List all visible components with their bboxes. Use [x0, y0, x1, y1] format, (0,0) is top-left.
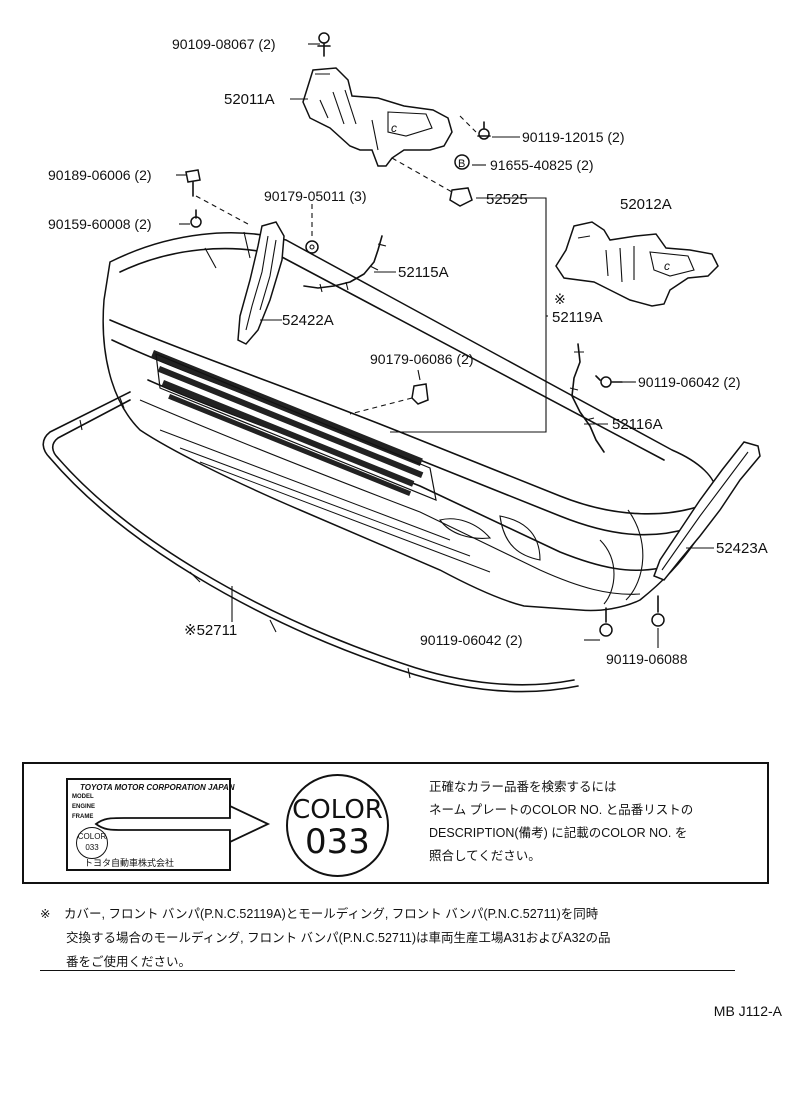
screw-icon	[185, 169, 201, 197]
callout-52119a: 52119A	[552, 309, 603, 326]
footnote-line: 番をご使用ください。	[66, 955, 192, 969]
instruction-line: DESCRIPTION(備考) に記載のCOLOR NO. を	[429, 826, 688, 840]
instruction-line: ネーム プレートのCOLOR NO. と品番リストの	[429, 803, 694, 817]
footnote-divider	[40, 970, 735, 971]
clip-icon	[411, 383, 429, 405]
callout-90119-12015: 90119-12015 (2)	[522, 129, 624, 145]
callout-90189-06006: 90189-06006 (2)	[48, 167, 152, 183]
nameplate-color-badge: COLOR 033	[76, 827, 108, 859]
svg-text:B: B	[458, 158, 465, 170]
clip-icon	[305, 240, 319, 254]
diagram-code: MB J112-A	[713, 1003, 782, 1019]
callout-52711: ※52711	[184, 622, 237, 639]
bracket-52012a: c	[555, 221, 719, 307]
nut-icon: B	[454, 154, 470, 170]
nameplate-model-label: MODEL	[72, 794, 94, 800]
retainer-52423a	[653, 441, 761, 581]
color-word: COLOR	[292, 795, 383, 825]
callout-52012a: 52012A	[620, 196, 672, 213]
retainer-52422a	[237, 221, 285, 345]
leader-lines	[176, 43, 714, 648]
arrow-icon	[94, 804, 271, 844]
callout-90109-08067: 90109-08067 (2)	[172, 36, 276, 52]
footnote-line: 交換する場合のモールディング, フロント バンパ(P.N.C.52711)は車両…	[66, 931, 611, 945]
instruction-line: 照合してください。	[429, 849, 541, 863]
footnote-line: カバー, フロント バンパ(P.N.C.52119A)とモールディング, フロン…	[64, 907, 599, 921]
screw-icon	[190, 209, 202, 228]
svg-text:c: c	[664, 259, 670, 273]
callout-asterisk: ※	[554, 291, 566, 307]
callout-90119-06042-upper: 90119-06042 (2)	[638, 374, 740, 390]
bracket-52011a: c	[302, 67, 453, 167]
callout-90119-06042-lower: 90119-06042 (2)	[420, 632, 522, 648]
callout-90119-06088: 90119-06088	[606, 651, 688, 667]
color-instruction: 正確なカラー品番を検索するには ネーム プレートのCOLOR NO. と品番リス…	[429, 776, 764, 868]
parts-diagram: c c	[42, 32, 768, 693]
footnote-mark: ※	[40, 907, 51, 921]
callout-90179-05011: 90179-05011 (3)	[264, 188, 366, 204]
nameplate-company: トヨタ自動車株式会社	[84, 858, 175, 868]
footnote: ※ カバー, フロント バンパ(P.N.C.52119A)とモールディング, フ…	[40, 902, 742, 974]
clip-icon	[449, 187, 473, 207]
bolt-icon	[317, 32, 331, 57]
harness-52116a	[569, 343, 605, 453]
color-number-circle: COLOR 033	[286, 774, 389, 877]
color-code: 033	[305, 822, 370, 862]
callout-52423a: 52423A	[716, 540, 768, 557]
nameplate-frame-label: FRAME	[72, 814, 94, 820]
callout-90179-06086: 90179-06086 (2)	[370, 351, 474, 367]
nameplate-engine-label: ENGINE	[72, 804, 96, 810]
callout-90159-60008: 90159-60008 (2)	[48, 216, 152, 232]
callout-52115a: 52115A	[398, 264, 449, 281]
nameplate-color-word: COLOR	[77, 832, 107, 841]
color-number-panel: TOYOTA MOTOR CORPORATION JAPAN MODEL ENG…	[22, 762, 769, 884]
bolt-icon	[651, 595, 665, 627]
nameplate-maker: TOYOTA MOTOR CORPORATION JAPAN	[80, 783, 235, 792]
molding-52711	[42, 391, 579, 693]
svg-text:c: c	[391, 121, 397, 135]
callout-52525: 52525	[486, 191, 528, 208]
bolt-icon	[477, 121, 491, 140]
callout-52011a: 52011A	[224, 91, 275, 108]
screw-icon	[595, 375, 623, 388]
callout-52422a: 52422A	[282, 312, 334, 329]
name-plate: TOYOTA MOTOR CORPORATION JAPAN MODEL ENG…	[66, 778, 235, 871]
bolt-icon	[599, 607, 613, 637]
callout-52116a: 52116A	[612, 416, 663, 433]
callout-91655-40825: 91655-40825 (2)	[490, 157, 594, 173]
instruction-line: 正確なカラー品番を検索するには	[429, 780, 617, 794]
nameplate-color-code: 033	[85, 843, 99, 852]
harness-52115a	[303, 235, 387, 293]
